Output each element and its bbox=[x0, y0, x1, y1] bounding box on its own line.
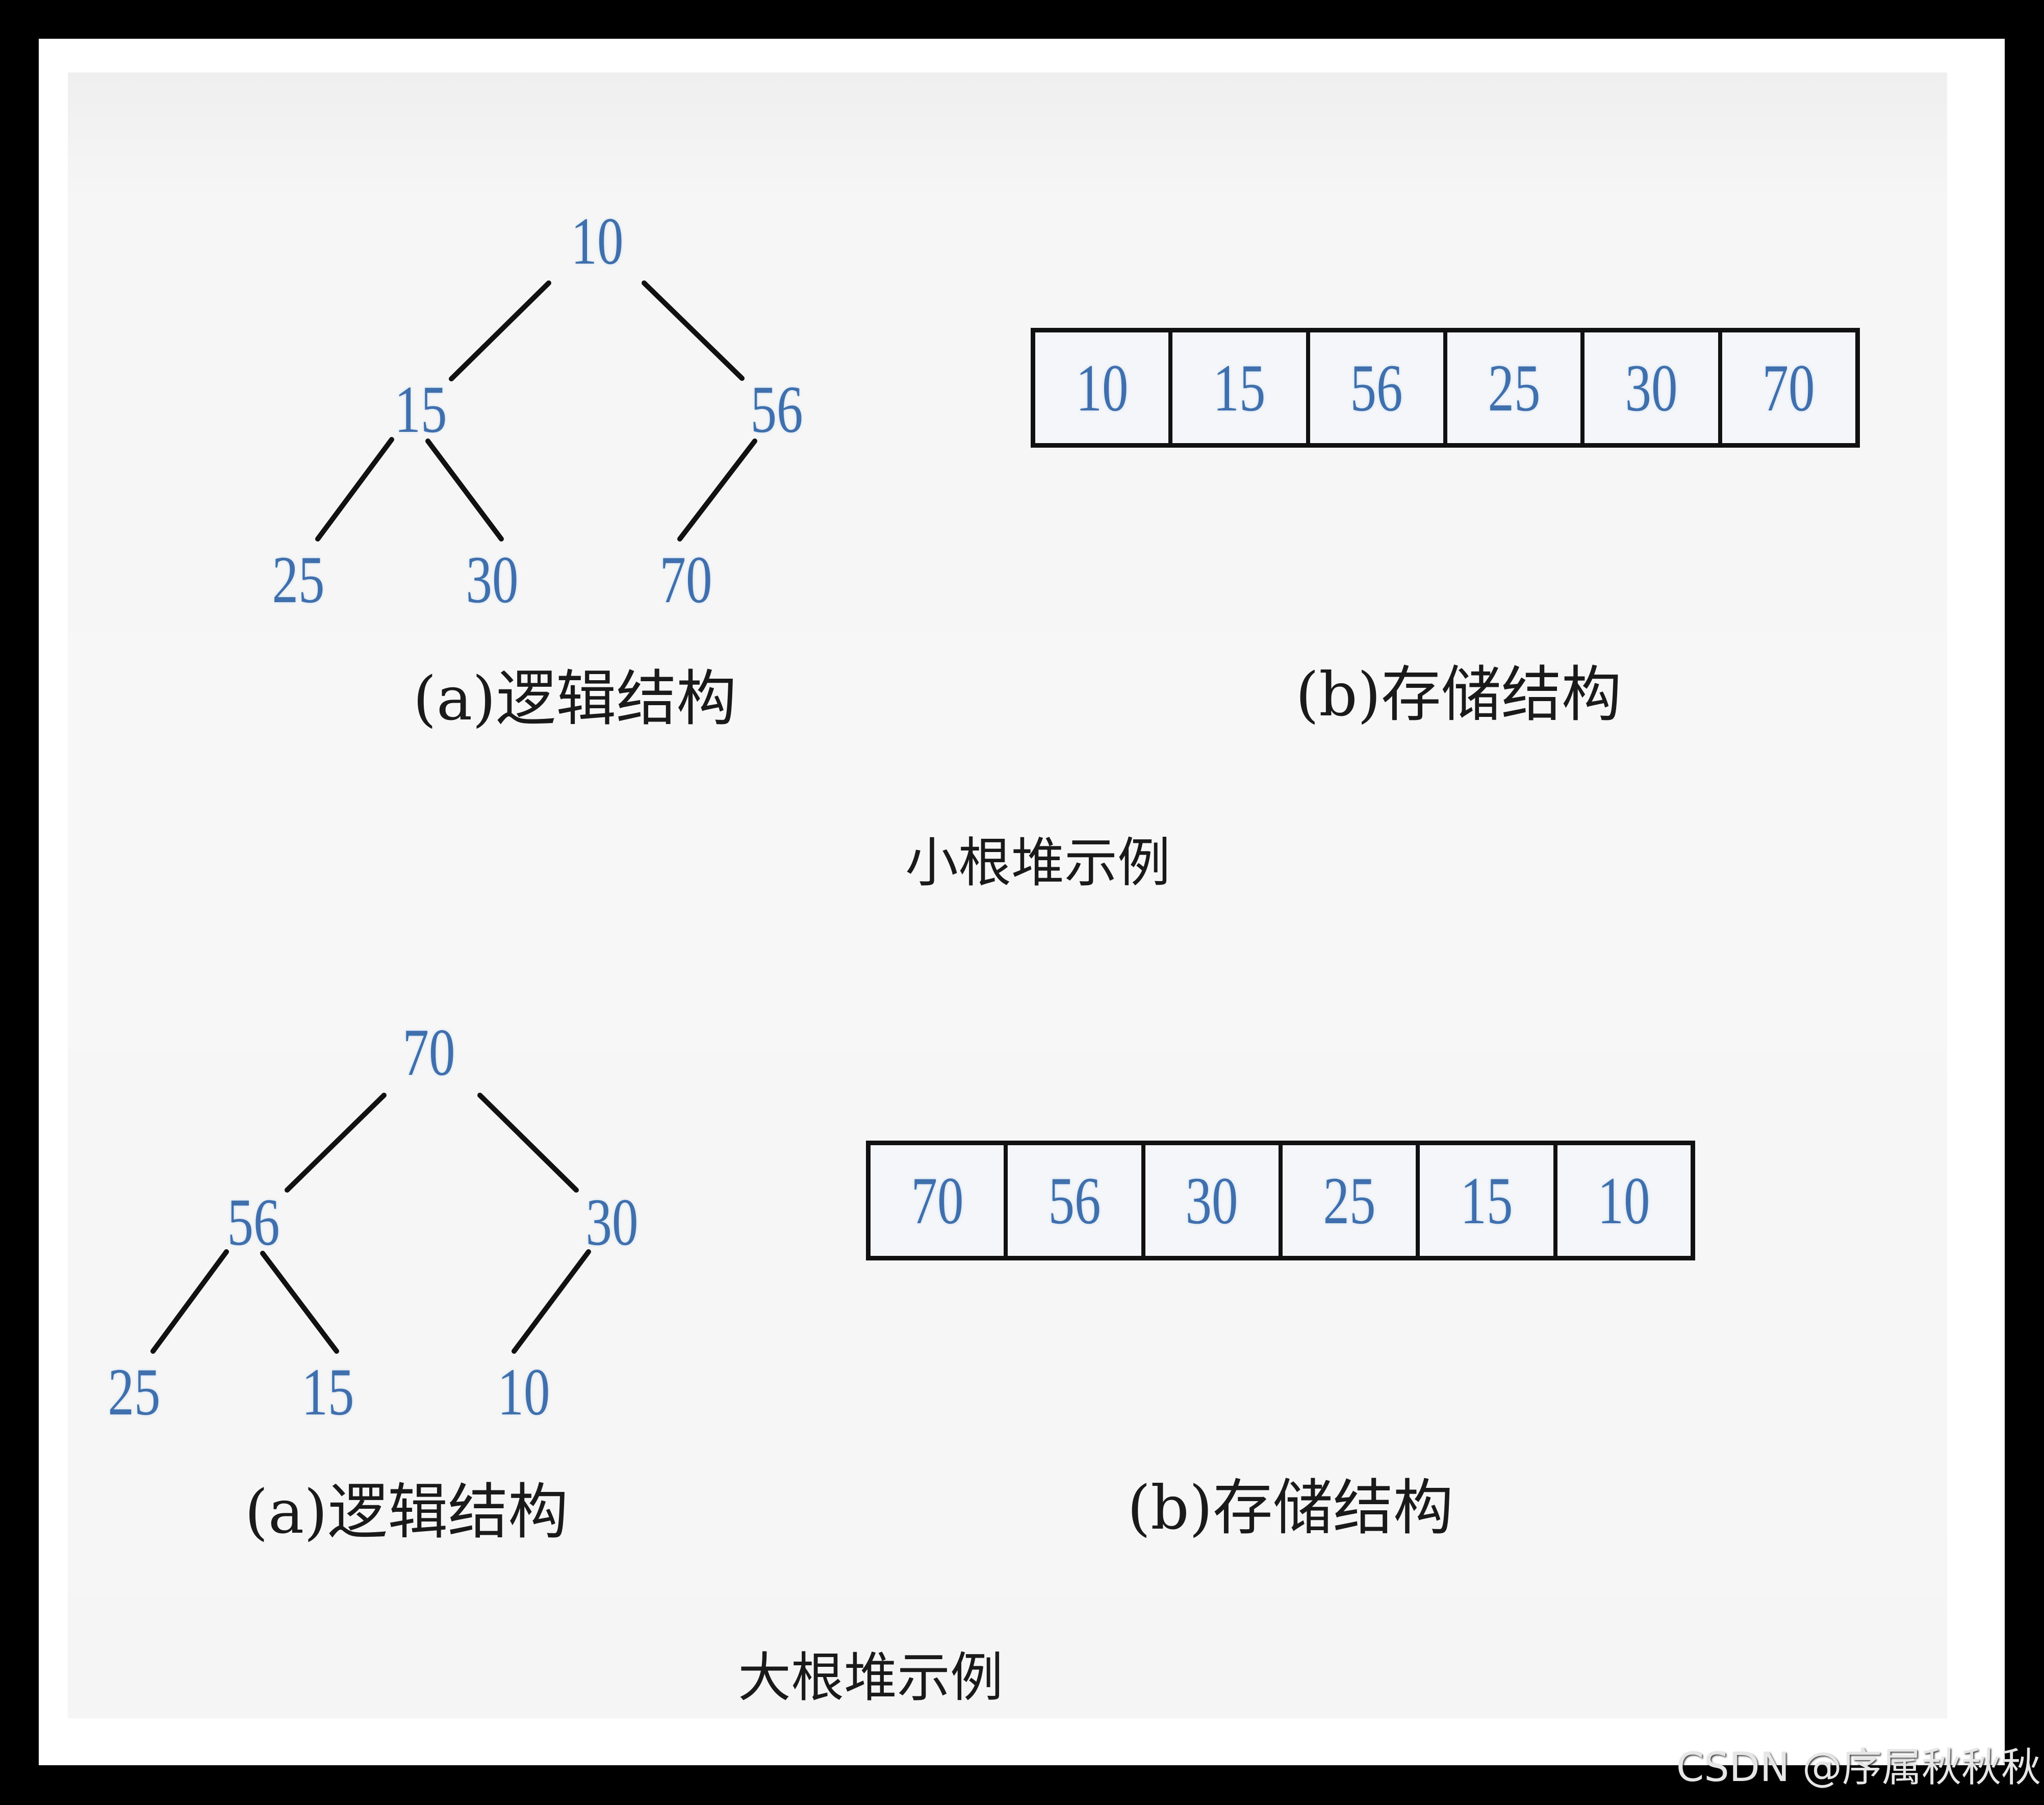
array-cell-value: 70 bbox=[911, 1163, 964, 1238]
tree-node: 70 bbox=[659, 542, 712, 617]
min-heap-title: 小根堆示例 bbox=[905, 832, 1171, 894]
max-heap-array: 70 56 30 25 15 10 bbox=[866, 1141, 1695, 1260]
array-cell-value: 70 bbox=[1762, 350, 1815, 425]
tree-node: 15 bbox=[301, 1354, 354, 1429]
min-heap-logical-caption: (a)逻辑结构 bbox=[413, 663, 737, 734]
tree-node-root: 70 bbox=[402, 1015, 455, 1090]
csdn-watermark: CSDN @序属秋秋秋 bbox=[1676, 1745, 2041, 1791]
array-cell-value: 25 bbox=[1323, 1163, 1376, 1238]
array-cell-value: 30 bbox=[1625, 350, 1678, 425]
min-heap-storage-caption: (b)存储结构 bbox=[1295, 659, 1622, 730]
array-cell-value: 30 bbox=[1185, 1163, 1238, 1238]
array-cell-value: 15 bbox=[1213, 350, 1266, 425]
tree-node-root: 10 bbox=[571, 203, 624, 278]
array-cell: 56 bbox=[1310, 332, 1443, 443]
array-cell: 25 bbox=[1447, 332, 1581, 443]
tree-node: 25 bbox=[272, 542, 325, 617]
tree-node: 15 bbox=[394, 372, 447, 447]
tree-node: 10 bbox=[497, 1354, 550, 1429]
array-cell-value: 56 bbox=[1350, 350, 1403, 425]
tree-node: 56 bbox=[750, 372, 803, 447]
array-cell: 10 bbox=[1035, 332, 1169, 443]
array-cell: 70 bbox=[1722, 332, 1855, 443]
max-heap-storage-caption: (b)存储结构 bbox=[1127, 1473, 1453, 1543]
array-cell: 25 bbox=[1282, 1145, 1416, 1256]
array-cell-value: 15 bbox=[1460, 1163, 1513, 1238]
array-cell: 70 bbox=[871, 1145, 1004, 1256]
array-cell-value: 10 bbox=[1076, 350, 1129, 425]
tree-node: 30 bbox=[585, 1184, 638, 1259]
tree-node: 56 bbox=[227, 1184, 280, 1259]
max-heap-logical-caption: (a)逻辑结构 bbox=[244, 1477, 569, 1547]
array-cell: 10 bbox=[1557, 1145, 1691, 1256]
min-heap-array: 10 15 56 25 30 70 bbox=[1031, 328, 1860, 448]
array-cell: 15 bbox=[1420, 1145, 1553, 1256]
max-heap-title: 大根堆示例 bbox=[737, 1646, 1004, 1709]
array-cell-value: 56 bbox=[1048, 1163, 1101, 1238]
array-cell: 56 bbox=[1008, 1145, 1141, 1256]
array-cell-value: 25 bbox=[1488, 350, 1541, 425]
tree-node: 25 bbox=[108, 1354, 161, 1429]
diagram-panel bbox=[68, 72, 1947, 1718]
array-cell: 15 bbox=[1172, 332, 1306, 443]
array-cell: 30 bbox=[1585, 332, 1718, 443]
tree-node: 30 bbox=[466, 542, 519, 617]
array-cell: 30 bbox=[1145, 1145, 1279, 1256]
array-cell-value: 10 bbox=[1597, 1163, 1650, 1238]
